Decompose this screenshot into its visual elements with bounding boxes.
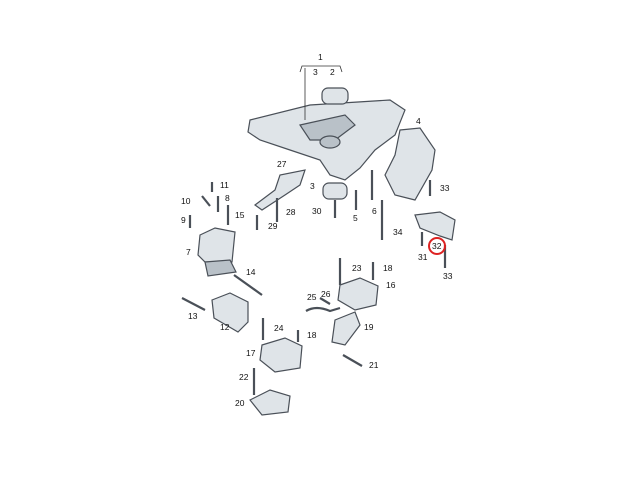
label: 30 [312,206,322,216]
link-25 [305,306,341,313]
mount-32-bracket [414,211,456,241]
label: 24 [274,323,284,333]
mount-17 [259,337,303,373]
label: 28 [286,207,296,217]
label: 16 [386,280,396,290]
rubber-bush-lower [322,182,348,200]
label-highlighted: 32 [432,241,442,251]
label: 14 [246,267,256,277]
label: 21 [369,360,379,370]
label: 4 [416,116,421,126]
label: 33 [440,183,450,193]
label: 18 [307,330,317,340]
label: 6 [372,206,377,216]
label: 33 [443,271,453,281]
label: 7 [186,247,191,257]
label: 31 [418,252,428,262]
label: 17 [246,348,256,358]
label: 12 [220,322,230,332]
label: 5 [353,213,358,223]
highlight-circle [428,237,446,255]
mount-20 [249,389,291,416]
label: 15 [235,210,245,220]
label: 22 [239,372,249,382]
label: 10 [181,196,191,206]
label: 20 [235,398,245,408]
label: 11 [220,180,229,190]
bracket-19 [331,311,361,346]
label: 19 [364,322,374,332]
label: 29 [268,221,278,231]
mount-7 [197,227,237,277]
torque-arm-27 [253,169,306,211]
label: 3 [313,67,318,77]
rubber-bush-top [321,87,349,105]
label: 3 [310,181,315,191]
label: 25 [307,292,317,302]
label: 9 [181,215,186,225]
label: 26 [321,289,331,299]
label: 23 [352,263,362,273]
label: 1 [318,52,323,62]
label: 8 [225,193,230,203]
label: 18 [383,263,393,273]
mount-12 [211,292,249,333]
subframe [247,99,406,181]
bolts [181,170,447,395]
mount-16 [337,277,379,311]
label: 27 [277,159,287,169]
label: 34 [393,227,403,237]
label: 13 [188,311,198,321]
bracket-4 [384,127,436,201]
label: 2 [330,67,335,77]
